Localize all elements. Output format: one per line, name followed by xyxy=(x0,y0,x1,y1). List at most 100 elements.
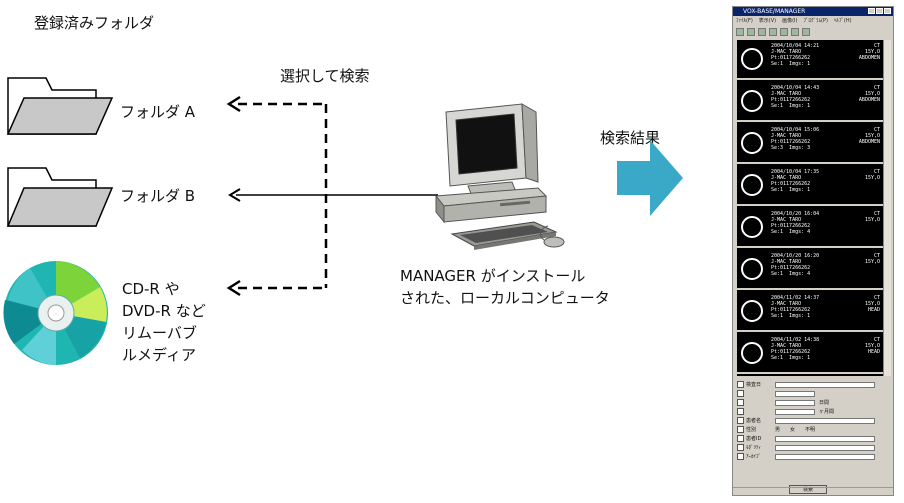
head-scan-icon xyxy=(741,300,763,322)
study-mod: CT xyxy=(873,253,880,259)
study-name: J-MAC TARO xyxy=(771,259,802,265)
toolbar-button-3[interactable] xyxy=(758,28,766,36)
form-field[interactable] xyxy=(775,418,875,424)
study-date: 2004/11/02 14:37 xyxy=(771,295,820,301)
study-name: J-MAC TARO xyxy=(771,301,802,307)
ct-scan-icon xyxy=(741,90,763,112)
study-id: Pt:0117266262 xyxy=(771,223,811,229)
toolbar-button-6[interactable] xyxy=(791,28,799,36)
form-checkbox[interactable] xyxy=(737,417,744,424)
study-name: J-MAC TARO xyxy=(771,343,802,349)
study-age: 15Y,O xyxy=(864,217,880,223)
study-mod: CT xyxy=(873,169,880,175)
maximize-button[interactable] xyxy=(876,8,883,14)
study-name: J-MAC TARO xyxy=(771,175,802,181)
study-name: J-MAC TARO xyxy=(771,49,802,55)
study-mod: CT xyxy=(873,127,880,133)
menu-help[interactable]: ﾍﾙﾌﾟ(H) xyxy=(833,18,852,24)
study-list-scrollbar[interactable] xyxy=(883,40,891,376)
study-id: Pt:0117266262 xyxy=(771,139,811,145)
toolbar-button-4[interactable] xyxy=(769,28,777,36)
form-field[interactable] xyxy=(775,409,815,415)
folder-a-label: フォルダ A xyxy=(120,103,196,121)
study-body: HEAD xyxy=(867,307,880,313)
form-checkbox[interactable] xyxy=(737,381,744,388)
study-date: 2004/10/04 17:35 xyxy=(771,169,820,175)
toolbar-button-1[interactable] xyxy=(736,28,744,36)
study-age: 15Y,O xyxy=(864,49,880,55)
window-titlebar: VOX-BASE/MANAGER xyxy=(733,7,893,16)
head-scan-icon xyxy=(741,342,763,364)
window-title: VOX-BASE/MANAGER xyxy=(743,8,806,15)
manager-window: VOX-BASE/MANAGER ﾌｧｲﾙ(F) 表示(V) 画像(I) ﾌﾟﾛ… xyxy=(732,6,894,496)
menu-program[interactable]: ﾌﾟﾛｸﾞﾗﾑ(P) xyxy=(803,18,828,24)
form-checkbox[interactable] xyxy=(737,453,744,460)
form-checkbox[interactable] xyxy=(737,390,744,397)
blue-result-arrow xyxy=(617,140,683,216)
form-label: 性別 xyxy=(746,427,757,433)
sex-option[interactable]: 不明 xyxy=(805,427,816,433)
minimize-button[interactable] xyxy=(868,8,875,14)
study-mod: CT xyxy=(873,295,880,301)
study-se: Se:1 Imgs: 1 xyxy=(771,187,811,193)
form-field[interactable] xyxy=(775,454,875,460)
form-field[interactable] xyxy=(775,382,875,388)
form-checkbox[interactable] xyxy=(737,408,744,415)
study-se: Se:1 Imgs: 4 xyxy=(771,229,811,235)
study-name: J-MAC TARO xyxy=(771,133,802,139)
form-field[interactable] xyxy=(775,436,875,442)
study-date: 2004/10/04 15:06 xyxy=(771,127,820,133)
menu-file[interactable]: ﾌｧｲﾙ(F) xyxy=(736,18,753,24)
arrowhead-folder-a xyxy=(226,95,241,113)
form-field[interactable] xyxy=(775,445,875,451)
close-button[interactable] xyxy=(884,8,891,14)
menu-view[interactable]: 表示(V) xyxy=(758,18,777,24)
ct-scan-icon xyxy=(741,174,763,196)
status-bar xyxy=(733,487,893,495)
menu-image[interactable]: 画像(I) xyxy=(782,18,798,24)
form-checkbox[interactable] xyxy=(737,426,744,433)
toolbar-button-5[interactable] xyxy=(780,28,788,36)
study-body: ABDOMEN xyxy=(858,139,880,145)
study-se: Se:3 Imgs: 3 xyxy=(771,145,811,151)
study-body: HEAD xyxy=(867,349,880,355)
period-unit: 日間 xyxy=(819,400,830,406)
study-id: Pt:0117266262 xyxy=(771,181,811,187)
study-id: Pt:0117266262 xyxy=(771,349,811,355)
study-age: 15Y,O xyxy=(864,91,880,97)
form-checkbox[interactable] xyxy=(737,435,744,442)
form-field[interactable] xyxy=(775,400,815,406)
sex-option[interactable]: 女 xyxy=(790,427,796,433)
study-date: 2004/10/04 14:43 xyxy=(771,85,820,91)
sex-option[interactable]: 男 xyxy=(775,427,781,433)
study-id: Pt:0117266262 xyxy=(771,55,811,61)
study-mod: CT xyxy=(873,337,880,343)
study-se: Se:1 Imgs: 1 xyxy=(771,355,811,361)
ct-scan-icon xyxy=(741,216,763,238)
sex-options[interactable]: 男 女 不明 xyxy=(775,426,825,433)
toolbar-button-2[interactable] xyxy=(747,28,755,36)
form-checkbox[interactable] xyxy=(737,444,744,451)
form-checkbox[interactable] xyxy=(737,399,744,406)
search-button[interactable]: 検索 xyxy=(789,485,827,494)
toolbar-button-7[interactable] xyxy=(802,28,810,36)
form-row: ﾓﾀﾞﾘﾃｨ xyxy=(737,444,889,453)
select-and-search-label: 選択して検索 xyxy=(280,67,370,85)
form-field[interactable] xyxy=(775,391,815,397)
